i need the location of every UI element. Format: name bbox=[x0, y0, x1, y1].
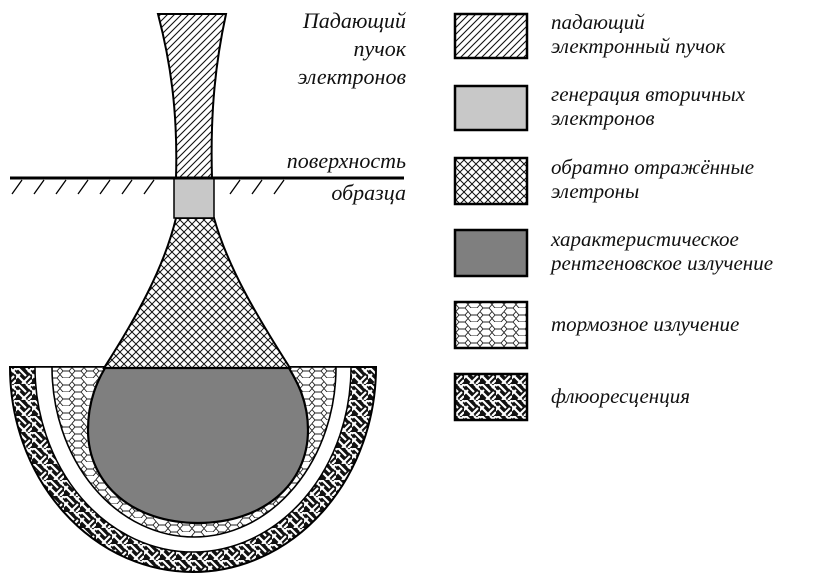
legend-swatch-bremsstrahlung bbox=[455, 302, 527, 348]
legend-label-backscattered-1: обратно отражённые bbox=[551, 157, 754, 178]
legend-swatch-incident-beam bbox=[455, 14, 527, 58]
beam-label-line-2: пучок bbox=[353, 38, 406, 60]
legend-label-incident-beam-2: электронный пучок bbox=[551, 36, 725, 57]
surface-label-top: поверхность bbox=[287, 150, 406, 172]
surface-label-bottom: образца bbox=[331, 182, 406, 204]
legend-label-secondary-1: генерация вторичных bbox=[551, 84, 745, 105]
legend-swatch-characteristic-xray bbox=[455, 230, 527, 276]
legend-label-fluorescence: флюоресценция bbox=[551, 386, 690, 407]
beam-label-line-1: Падающий bbox=[303, 10, 406, 32]
secondary-electrons-region bbox=[174, 178, 214, 218]
characteristic-xray-region bbox=[88, 368, 308, 523]
legend-label-xray-1: характеристическое bbox=[551, 229, 739, 250]
backscattered-region bbox=[104, 218, 290, 368]
surface-hatching bbox=[12, 180, 284, 194]
beam-label-line-3: электронов bbox=[298, 66, 406, 88]
legend-swatch-backscattered bbox=[455, 158, 527, 204]
legend-label-incident-beam-1: падающий bbox=[551, 12, 645, 33]
legend-label-bremsstrahlung: тормозное излучение bbox=[551, 314, 739, 335]
legend-label-xray-2: рентгеновское излучение bbox=[551, 253, 773, 274]
legend-label-secondary-2: электронов bbox=[551, 108, 654, 129]
legend-label-backscattered-2: элетроны bbox=[551, 181, 639, 202]
incident-beam-region bbox=[158, 14, 226, 178]
legend-swatch-fluorescence bbox=[455, 374, 527, 420]
legend-swatch-secondary-electrons bbox=[455, 86, 527, 130]
